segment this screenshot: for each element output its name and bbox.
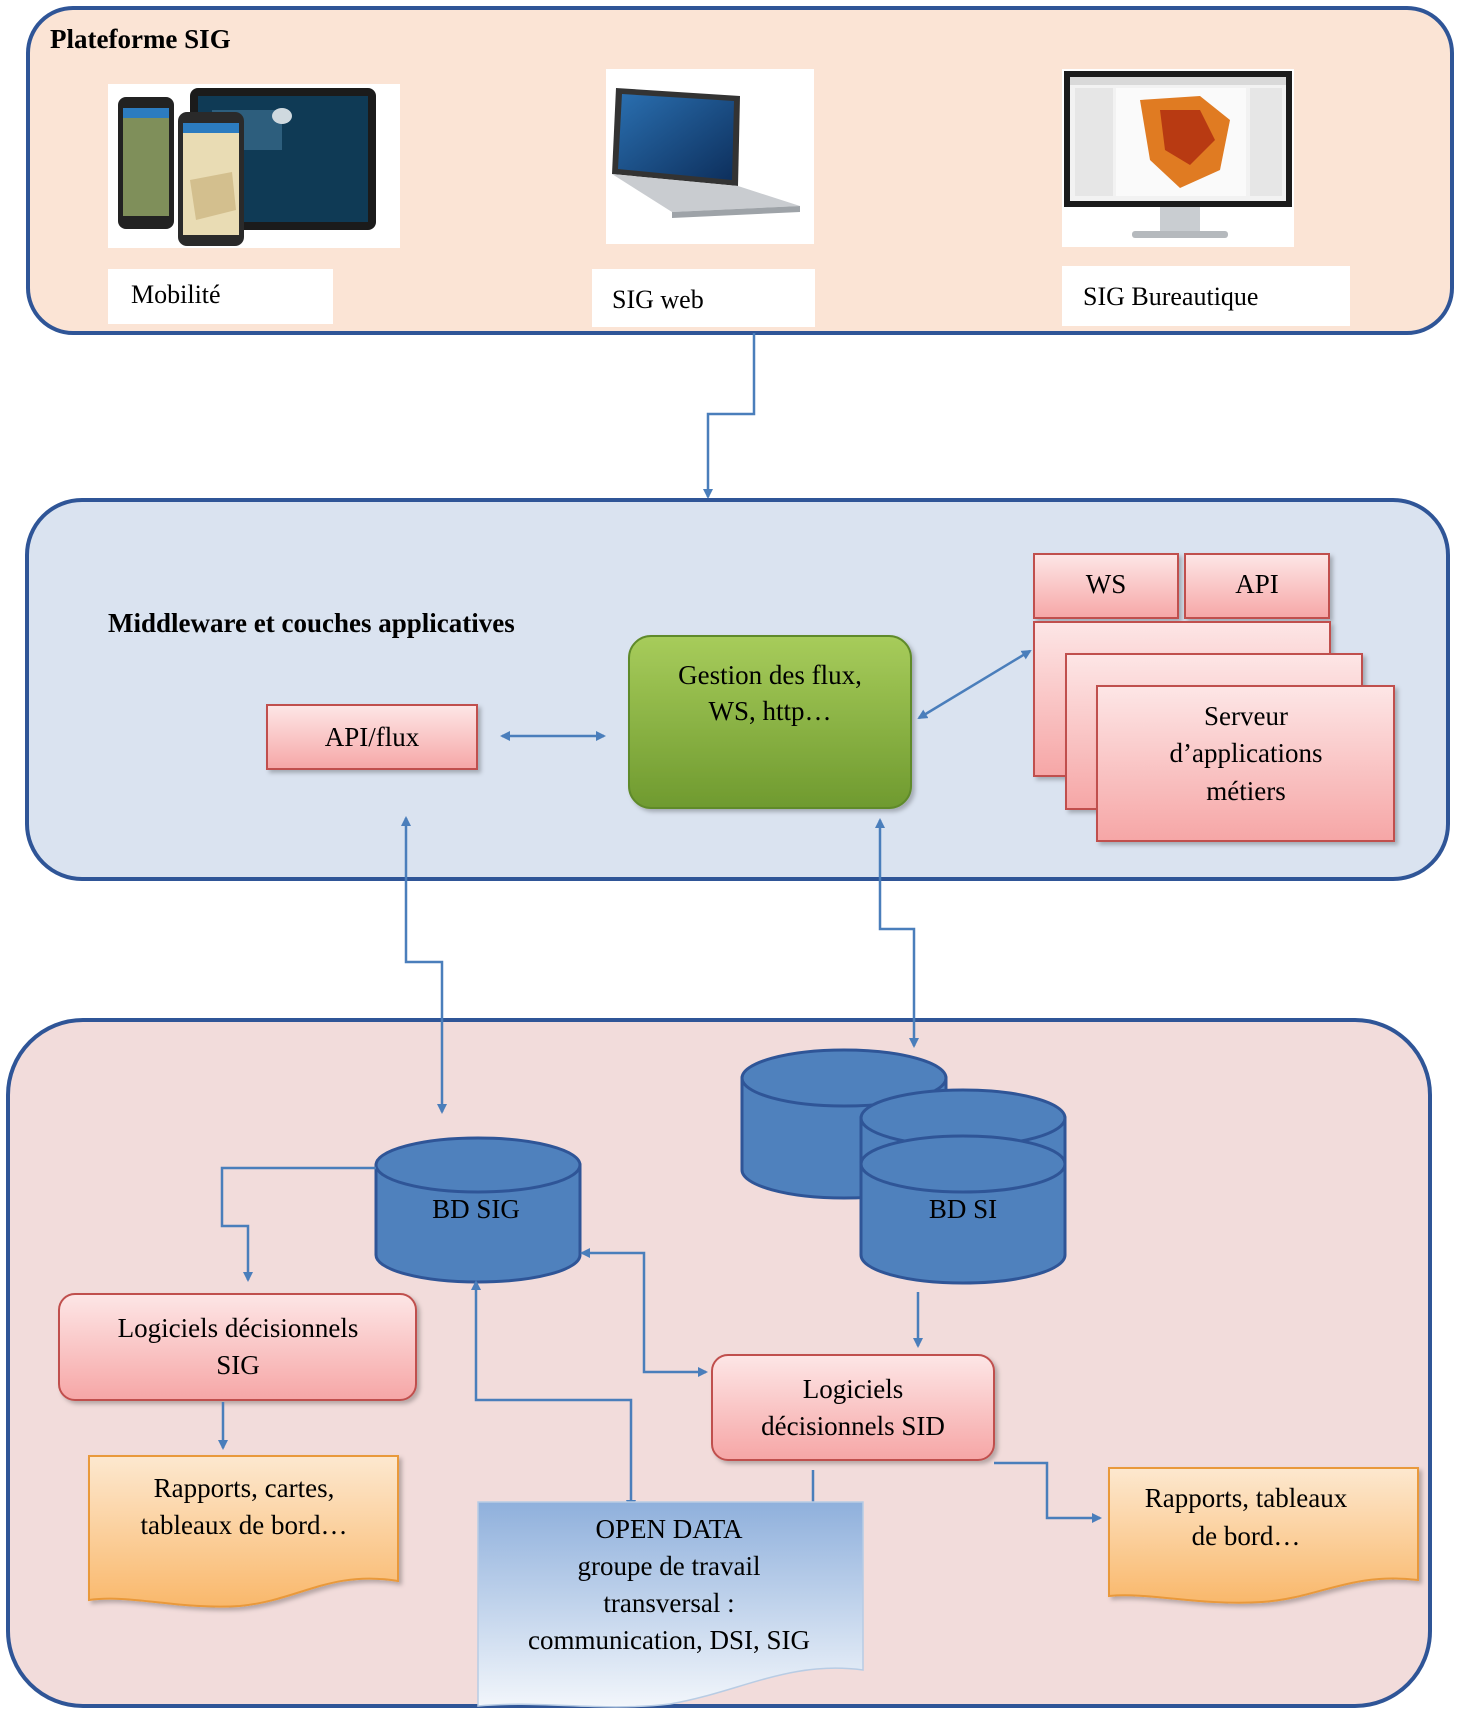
bdsig-to-opendata-arrow bbox=[471, 1280, 636, 1510]
mobile-devices-image bbox=[108, 84, 400, 248]
api-flux-label: API/flux bbox=[325, 722, 420, 752]
api-label: API bbox=[1235, 569, 1279, 599]
logiciels-sid-label-1: Logiciels bbox=[803, 1374, 903, 1404]
desktop-monitor-image bbox=[1062, 69, 1294, 247]
logiciels-sig-label-2: SIG bbox=[216, 1350, 260, 1380]
logiciels-sig-box bbox=[58, 1293, 417, 1401]
logiciels-sid-box bbox=[711, 1354, 995, 1461]
rapports-left-label-1: Rapports, cartes, bbox=[154, 1473, 335, 1503]
serveur-label-1: Serveur bbox=[1204, 701, 1288, 731]
open-data-label-4: communication, DSI, SIG bbox=[528, 1625, 810, 1655]
mobilite-label: Mobilité bbox=[131, 280, 221, 309]
gestion-flux-box bbox=[628, 635, 912, 809]
sig-bureautique-label-box bbox=[1062, 266, 1350, 326]
bdsig-to-logiciels-sid-arrow bbox=[580, 1248, 708, 1377]
serveur-stack-front bbox=[1096, 685, 1395, 842]
open-data-label-1: OPEN DATA bbox=[595, 1514, 743, 1544]
mobilite-label-box bbox=[108, 269, 333, 324]
open-data-label-3: transversal : bbox=[603, 1588, 734, 1618]
sig-web-label: SIG web bbox=[612, 285, 704, 314]
rapports-right-doc bbox=[1108, 1467, 1419, 1604]
ws-box bbox=[1033, 553, 1179, 619]
rapports-left-label-2: tableaux de bord… bbox=[141, 1510, 348, 1540]
middleware-title: Middleware et couches applicatives bbox=[108, 608, 515, 638]
sig-bureautique-label: SIG Bureautique bbox=[1083, 282, 1258, 311]
serveur-label-3: métiers bbox=[1206, 776, 1285, 806]
api-flux-box bbox=[266, 704, 478, 770]
gestion-flux-label-1: Gestion des flux, bbox=[678, 660, 862, 690]
bd-si-label: BD SI bbox=[929, 1194, 997, 1224]
rapports-left-doc bbox=[88, 1455, 399, 1608]
ws-label: WS bbox=[1086, 569, 1127, 599]
api-box bbox=[1184, 553, 1330, 619]
bdsig-to-logiciels-sig-arrow bbox=[220, 1166, 376, 1282]
serveur-label-2: d’applications bbox=[1170, 738, 1323, 768]
gestion-serveur-arrow bbox=[917, 649, 1032, 720]
rapports-right-label-2: de bord… bbox=[1192, 1521, 1301, 1551]
sig-web-label-box bbox=[592, 269, 815, 327]
bd-sig-label: BD SIG bbox=[432, 1194, 520, 1224]
api-to-bdsig-arrow bbox=[401, 816, 447, 1114]
logiciels-sid-label-2: décisionnels SID bbox=[761, 1411, 945, 1441]
laptop-image bbox=[606, 69, 814, 244]
gestion-to-bdsi-arrow bbox=[875, 818, 919, 1048]
gestion-flux-label-2: WS, http… bbox=[708, 696, 831, 726]
rapports-right-label-1: Rapports, tableaux bbox=[1145, 1483, 1348, 1513]
platform-to-middleware-arrow bbox=[703, 333, 756, 499]
bd-sig-cylinder bbox=[374, 1136, 582, 1284]
open-data-doc bbox=[477, 1501, 864, 1708]
logiciels-sig-label-1: Logiciels décisionnels bbox=[118, 1313, 359, 1343]
open-data-label-2: groupe de travail bbox=[578, 1551, 761, 1581]
bd-si-cylinder-front bbox=[859, 1134, 1067, 1285]
logiciels-sid-to-rapports-arrow bbox=[994, 1461, 1102, 1523]
platform-title: Plateforme SIG bbox=[50, 24, 231, 54]
